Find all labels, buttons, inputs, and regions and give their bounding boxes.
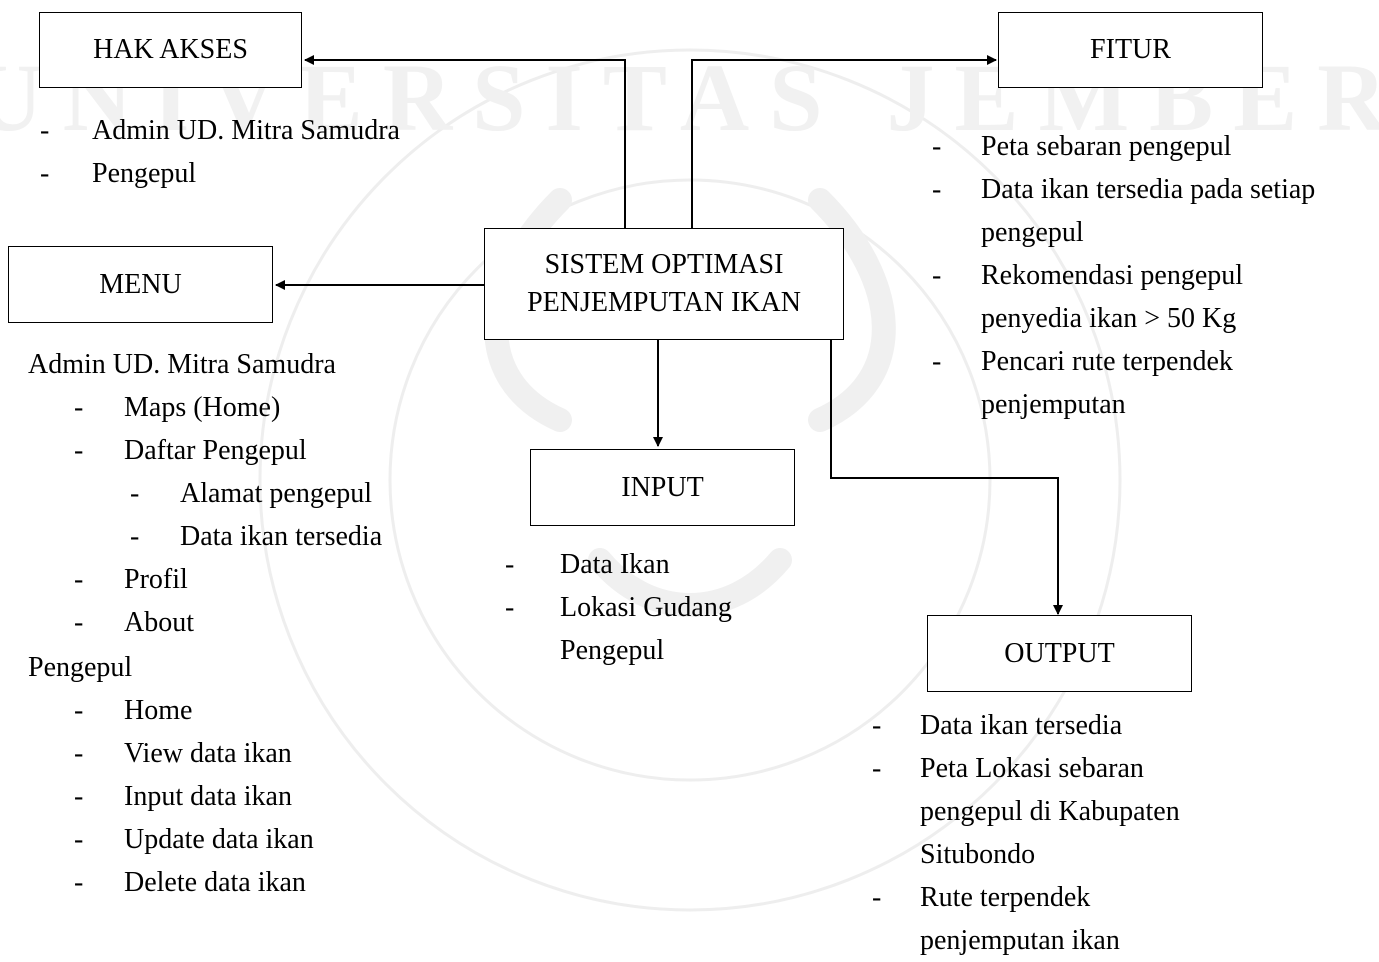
bullet-dash: - [74, 824, 84, 855]
list-item: - Daftar Pengepul [28, 429, 382, 472]
list-item: - Maps (Home) [28, 386, 382, 429]
list-item: - Rekomendasi pengepul penyedia ikan > 50 … [932, 254, 1315, 340]
bullet-dash: - [505, 592, 515, 623]
menu-admin-heading: Admin UD. Mitra Samudra [28, 349, 336, 380]
item-text: Admin UD. Mitra Samudra [92, 115, 400, 146]
fitur-list: - Peta sebaran pengepul - Data ikan tersed… [932, 125, 1315, 426]
item-text: View data ikan [124, 738, 292, 769]
bullet-dash: - [74, 695, 84, 726]
bullet-dash: - [872, 882, 882, 913]
item-text: Rute terpendek [920, 882, 1091, 913]
item-text: Daftar Pengepul [124, 435, 307, 466]
list-item: - Data ikan tersedia [28, 515, 382, 558]
bullet-dash: - [74, 607, 84, 638]
item-text: Data ikan tersedia pada setiap [981, 174, 1316, 205]
list-item: - Update data ikan [28, 818, 314, 861]
arrow-to-hak-akses [304, 55, 626, 228]
bullet-dash: - [74, 867, 84, 898]
input-box: INPUT [530, 449, 795, 526]
item-text: Profil [124, 564, 188, 595]
fitur-title: FITUR [1090, 34, 1171, 65]
bullet-dash: - [932, 346, 942, 377]
item-text: Pencari rute terpendek [981, 346, 1233, 377]
item-text-cont: pengepul di Kabupaten [920, 796, 1180, 827]
menu-box: MENU [8, 246, 273, 323]
output-list: - Data ikan tersedia - Peta Lokasi sebaran… [872, 704, 1180, 962]
item-text: Rekomendasi pengepul [981, 260, 1244, 291]
hak-akses-box: HAK AKSES [39, 12, 302, 88]
menu-admin-list: - Maps (Home) - Daftar Pengepul - Alamat pe… [28, 386, 382, 644]
item-text: Peta sebaran pengepul [981, 131, 1232, 162]
item-text-cont: penjemputan ikan [920, 925, 1120, 956]
item-text-cont: Situbondo [920, 839, 1036, 870]
item-text: Delete data ikan [124, 867, 306, 898]
list-item: - Profil [28, 558, 382, 601]
list-item: - Data ikan tersedia [872, 704, 1180, 747]
bullet-dash: - [74, 392, 84, 423]
list-item: - Admin UD. Mitra Samudra [40, 109, 400, 152]
item-text: Input data ikan [124, 781, 292, 812]
item-text-cont: pengepul [981, 217, 1084, 248]
center-system-box: SISTEM OPTIMASI PENJEMPUTAN IKAN [484, 228, 844, 340]
item-text: Data Ikan [560, 549, 670, 580]
bullet-dash: - [40, 158, 50, 189]
arrow-to-output [830, 340, 1063, 615]
list-item: - Delete data ikan [28, 861, 314, 904]
menu-title: MENU [99, 268, 182, 300]
item-text: Alamat pengepul [180, 478, 373, 509]
list-item: - Input data ikan [28, 775, 314, 818]
item-text: Lokasi Gudang [560, 592, 732, 623]
arrow-to-fitur [691, 55, 997, 228]
list-item: - Alamat pengepul [28, 472, 382, 515]
bullet-dash: - [872, 753, 882, 784]
bullet-dash: - [505, 549, 515, 580]
bullet-dash: - [40, 115, 50, 146]
bullet-dash: - [74, 738, 84, 769]
bullet-dash: - [932, 131, 942, 162]
output-title: OUTPUT [1004, 637, 1115, 669]
center-title-line2: PENJEMPUTAN IKAN [527, 287, 801, 318]
item-text: About [124, 607, 194, 638]
bullet-dash: - [932, 174, 942, 205]
item-text: Data ikan tersedia [180, 521, 383, 552]
list-item: - Peta sebaran pengepul [932, 125, 1315, 168]
list-item: - Pencari rute terpendek penjemputan [932, 340, 1315, 426]
list-item: - About [28, 601, 382, 644]
item-text: Home [124, 695, 193, 726]
list-item: - Data Ikan [505, 543, 732, 586]
fitur-box: FITUR [998, 12, 1263, 88]
bullet-dash: - [74, 435, 84, 466]
output-box: OUTPUT [927, 615, 1192, 692]
menu-pengepul-list: - Home - View data ikan - Input data ikan -… [28, 689, 314, 904]
item-text-cont: Pengepul [560, 635, 665, 666]
bullet-dash: - [74, 781, 84, 812]
hak-akses-list: - Admin UD. Mitra Samudra - Pengepul [40, 109, 400, 195]
item-text: Data ikan tersedia [920, 710, 1123, 741]
list-item: - Data ikan tersedia pada setiap pengepul [932, 168, 1315, 254]
list-item: - Peta Lokasi sebaran pengepul di Kabupate… [872, 747, 1180, 876]
center-title-line1: SISTEM OPTIMASI [544, 249, 784, 280]
bullet-dash: - [130, 521, 140, 552]
item-text: Pengepul [92, 158, 197, 189]
bullet-dash: - [74, 564, 84, 595]
list-item: - View data ikan [28, 732, 314, 775]
hak-akses-title: HAK AKSES [93, 34, 248, 65]
bullet-dash: - [932, 260, 942, 291]
list-item: - Home [28, 689, 314, 732]
bullet-dash: - [872, 710, 882, 741]
bullet-dash: - [130, 478, 140, 509]
list-item: - Rute terpendek penjemputan ikan [872, 876, 1180, 962]
menu-pengepul-heading: Pengepul [28, 652, 133, 683]
item-text: Peta Lokasi sebaran [920, 753, 1144, 784]
item-text: Maps (Home) [124, 392, 281, 423]
list-item: - Pengepul [40, 152, 400, 195]
item-text: Update data ikan [124, 824, 314, 855]
item-text-cont: penyedia ikan > 50 Kg [981, 303, 1237, 334]
input-title: INPUT [621, 471, 704, 503]
item-text-cont: penjemputan [981, 389, 1126, 420]
